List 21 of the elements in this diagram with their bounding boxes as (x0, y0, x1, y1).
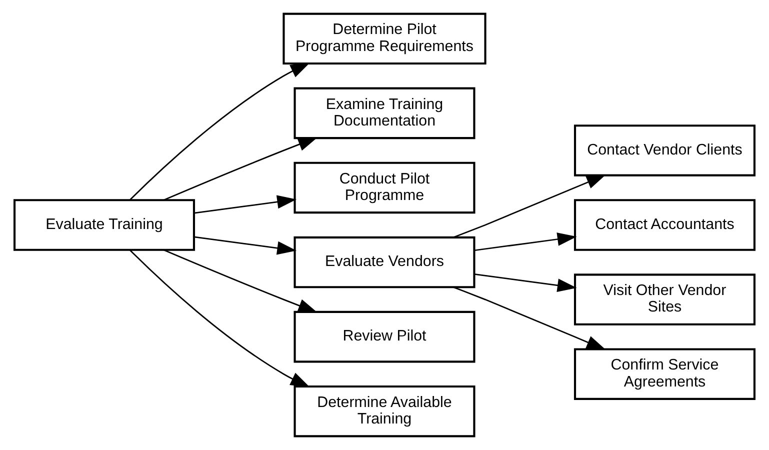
arrow (474, 232, 577, 252)
arrow (163, 137, 318, 201)
node-box: Review Pilot (294, 310, 476, 363)
node-box: Determine Pilot Programme Requirements (282, 12, 486, 65)
arrow (453, 286, 606, 350)
node-box: Visit Other Vendor Sites (574, 274, 756, 326)
node-box: Contact Accountants (574, 199, 756, 251)
node-box: Examine Training Documentation (294, 87, 476, 140)
node-box: Evaluate Vendors (294, 236, 476, 288)
arrow (194, 236, 297, 255)
node-box: Confirm Service Agreements (574, 348, 756, 400)
node-box: Conduct Pilot Programme (294, 162, 476, 214)
arrow (163, 249, 318, 313)
node-box: Evaluate Training (13, 199, 196, 251)
arrow (130, 250, 310, 388)
arrow (453, 174, 606, 238)
arrow (194, 195, 297, 214)
node-box: Contact Vendor Clients (574, 124, 756, 176)
arrow (130, 62, 310, 200)
node-box: Determine Available Training (294, 385, 476, 438)
arrow (474, 274, 577, 292)
